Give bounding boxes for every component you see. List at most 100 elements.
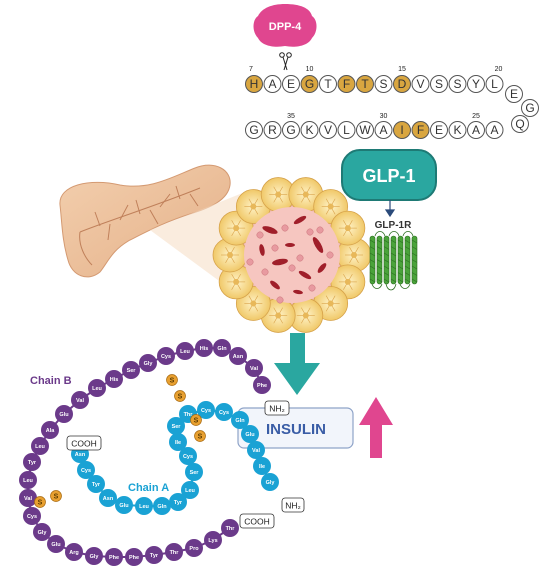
receptor-loop: [371, 283, 411, 291]
receptor-loop: [374, 231, 414, 237]
residue-circle: [337, 75, 356, 93]
chain-a-residue-label: Ser: [190, 470, 200, 476]
residue-label: I: [400, 123, 403, 137]
receptor-helix: [411, 235, 418, 285]
chain-b-residue: [185, 539, 203, 557]
residue-circle: [511, 115, 529, 133]
chain-a-cooh-label: COOH: [71, 439, 97, 449]
residue-circle: [282, 75, 300, 93]
residue-label: F: [417, 123, 424, 137]
acinar-nucleus: [250, 300, 257, 307]
acinar-nucleus: [250, 203, 257, 210]
scissors-icon: [279, 52, 292, 71]
acinar-nucleus: [275, 191, 282, 198]
islet-cell: [261, 268, 269, 276]
secretion-arrow: [274, 333, 320, 395]
blood-cell: [298, 270, 312, 280]
chain-b-residue: [41, 421, 59, 439]
helix-stripe: [397, 239, 404, 244]
chain-b-residue-label: Leu: [92, 386, 102, 392]
islet-cell: [256, 231, 264, 239]
chain-a-residue-label: Cys: [201, 408, 211, 414]
blood-cell: [312, 237, 324, 253]
chain-b-residue: [176, 342, 194, 360]
residue-circle: [300, 121, 319, 139]
chain-a-residue-label: Gly: [266, 480, 276, 486]
islet-cell: [276, 296, 284, 304]
chain-a-residue-label: Asn: [75, 452, 86, 458]
chain-b-residue-label: Tyr: [28, 460, 37, 466]
chain-b-residue: [105, 370, 123, 388]
chain-a-residue: [261, 473, 279, 491]
chain-a-residue: [153, 497, 171, 515]
chain-b-residue-label: Ala: [46, 428, 56, 434]
chain-b-residue: [55, 405, 73, 423]
blood-cell: [317, 263, 327, 273]
chain-a-residue-label: Ile: [175, 440, 181, 446]
residue-circle: [430, 75, 448, 93]
chain-a-residue-label: Gln: [157, 504, 167, 510]
helix-stripe: [404, 265, 411, 270]
chain-b-residue-label: Phe: [129, 555, 139, 561]
chain-b-residue-label: Gly: [144, 361, 154, 367]
chain-b-residue: [105, 548, 123, 566]
residue-circle: [374, 121, 393, 139]
helix-stripe: [369, 246, 376, 250]
helix-stripe: [404, 259, 411, 263]
acinar-nucleus: [327, 300, 334, 307]
helix-stripe: [369, 239, 376, 244]
chain-b-residue-label: Lys: [208, 538, 217, 544]
residue-number: 30: [380, 113, 388, 120]
chain-b-cooh-label: COOH: [244, 517, 270, 527]
chain-a-residue-label: Ile: [259, 464, 265, 470]
residue-label: S: [379, 77, 387, 91]
residue-label: G: [286, 123, 295, 137]
chain-b-residue: [47, 535, 65, 553]
chain-a-residue-label: Tyr: [92, 482, 101, 488]
helix-stripe: [383, 246, 390, 250]
residue-label: W: [359, 123, 371, 137]
receptor-helix: [390, 235, 397, 285]
chain-a-nh2-box: [281, 497, 305, 513]
chain-b-residue-label: Glu: [51, 542, 60, 548]
chain-a-residue: [167, 417, 185, 435]
insulin-molecule: PheValAsnGlnHisLeuCysGlySerHisLeuValGluA…: [19, 339, 305, 566]
pancreatic-islet: [212, 177, 372, 333]
chain-a-residue: [231, 411, 249, 429]
residue-label: H: [250, 77, 259, 91]
helix-stripe: [383, 239, 390, 244]
islet-cell: [308, 284, 316, 292]
disulfide-atom: [50, 490, 62, 502]
chain-b-residue-label: Arg: [69, 550, 78, 556]
helix-stripe: [376, 239, 383, 244]
acinar-nucleus: [233, 278, 240, 285]
residue-circle: [300, 75, 319, 93]
helix-stripe: [404, 272, 411, 276]
chain-a-nh2-label: NH₂: [285, 501, 301, 511]
chain-b-residue-label: Gly: [90, 554, 100, 560]
acinar-nucleus: [275, 312, 282, 319]
chain-a-residue: [77, 461, 95, 479]
helix-stripe: [404, 239, 411, 244]
islet-cell: [326, 251, 334, 259]
chain-a-residue-label: Cys: [219, 410, 229, 416]
receptor-helix: [404, 235, 411, 285]
blood-cell: [272, 258, 288, 266]
disulfide-label: S: [170, 378, 175, 385]
residue-circle: [374, 75, 393, 93]
helix-stripe: [411, 265, 418, 270]
residue-number: 25: [472, 113, 480, 120]
chain-b-cooh-box: [239, 513, 275, 529]
chain-b-residue: [19, 489, 37, 507]
glp1-box: GLP-1: [341, 149, 437, 201]
chain-a-residue: [115, 496, 133, 514]
chain-b-residue-label: Gln: [217, 346, 227, 352]
chain-b-residue: [23, 507, 41, 525]
acinar-nucleus: [344, 278, 351, 285]
helix-stripe: [411, 239, 418, 244]
chain-b-residue-label: Leu: [23, 478, 33, 484]
helix-stripe: [390, 278, 397, 283]
residue-number: 7: [249, 66, 253, 73]
residue-label: L: [343, 123, 350, 137]
chain-b-residue: [19, 471, 37, 489]
